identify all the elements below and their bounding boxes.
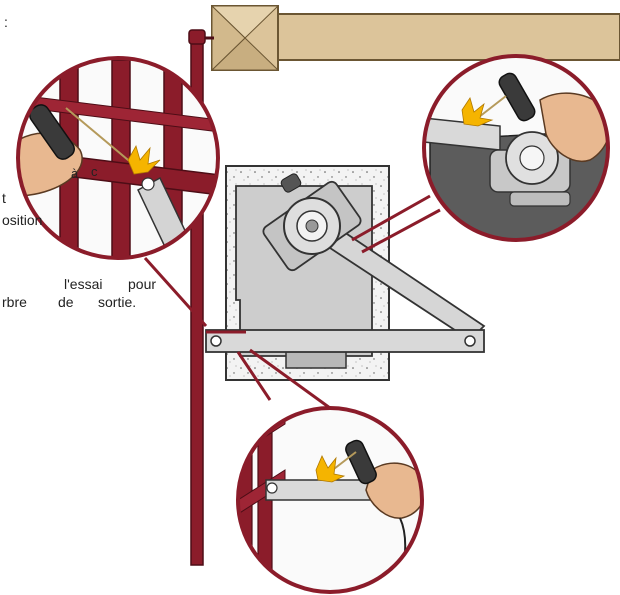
zoom-circle-right — [424, 56, 620, 250]
zoom-circle-left — [18, 58, 220, 270]
zoom-circle-bottom — [238, 400, 426, 595]
text-word-de: de — [58, 294, 74, 310]
text-fragment-t: t — [2, 190, 6, 206]
text-fragment-c: c — [91, 164, 98, 180]
text-word-sortie: sortie. — [98, 294, 136, 310]
text-word-pour: pour — [128, 276, 156, 292]
text-fragment-a: à — [71, 166, 78, 182]
text-word-essai: l'essai — [64, 276, 102, 292]
colon-fragment: : — [4, 14, 8, 30]
text-fragment-position: osition — [2, 212, 42, 228]
overhead-beam — [212, 6, 620, 70]
text-fragment-arbre: rbre — [2, 294, 27, 310]
